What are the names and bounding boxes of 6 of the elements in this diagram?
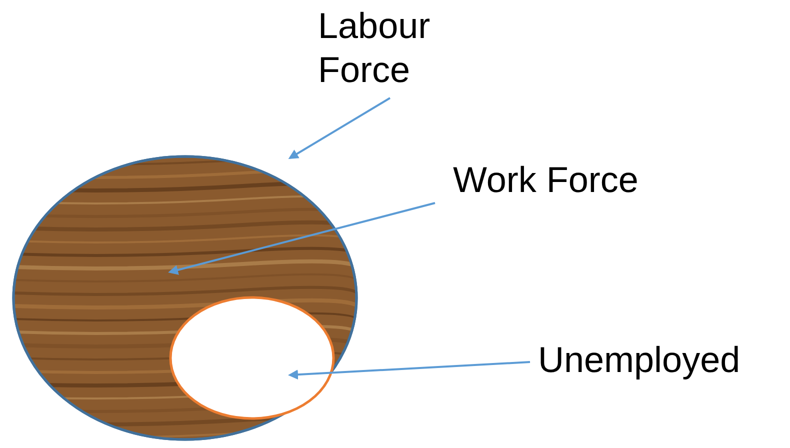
leader-arrow [288, 97, 391, 160]
callout-label: Unemployed [538, 338, 778, 384]
callout-label: Work Force [453, 158, 683, 204]
leader-arrow [288, 361, 530, 380]
callout-label: Labour Force [318, 4, 468, 96]
leader-arrow [168, 202, 436, 275]
